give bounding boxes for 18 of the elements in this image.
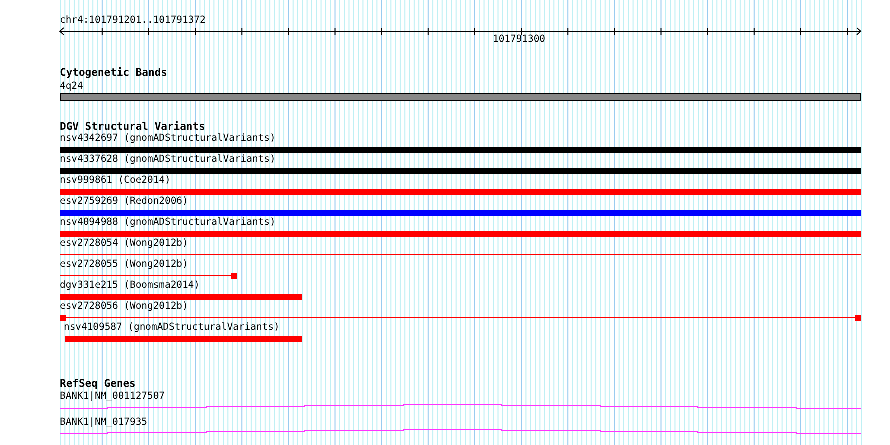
track-heading: RefSeq Genes [60,379,136,390]
feature-label: esv2728055 (Wong2012b) [60,259,188,270]
feature-label: nsv4109587 (gnomADStructuralVariants) [64,322,280,333]
feature-label: dgv331e215 (Boomsma2014) [60,280,200,291]
feature-label: nsv4094988 (gnomADStructuralVariants) [60,217,276,228]
feature-label: esv2759269 (Redon2006) [60,196,188,207]
feature-label: esv2728054 (Wong2012b) [60,238,188,249]
feature-label: BANK1|NM_001127507 [60,391,165,402]
track-heading: Cytogenetic Bands [60,68,168,79]
feature-label: BANK1|NM_017935 [60,417,148,428]
track-heading: DGV Structural Variants [60,122,206,133]
feature-label: nsv999861 (Coe2014) [60,175,171,186]
coordinate-label: 101791300 [493,34,546,45]
feature-label: nsv4342697 (gnomADStructuralVariants) [60,133,276,144]
feature-label: 4q24 [60,81,84,92]
coordinate-label: chr4:101791201..101791372 [60,15,206,26]
feature-label: esv2728056 (Wong2012b) [60,301,188,312]
feature-label: nsv4337628 (gnomADStructuralVariants) [60,154,276,165]
